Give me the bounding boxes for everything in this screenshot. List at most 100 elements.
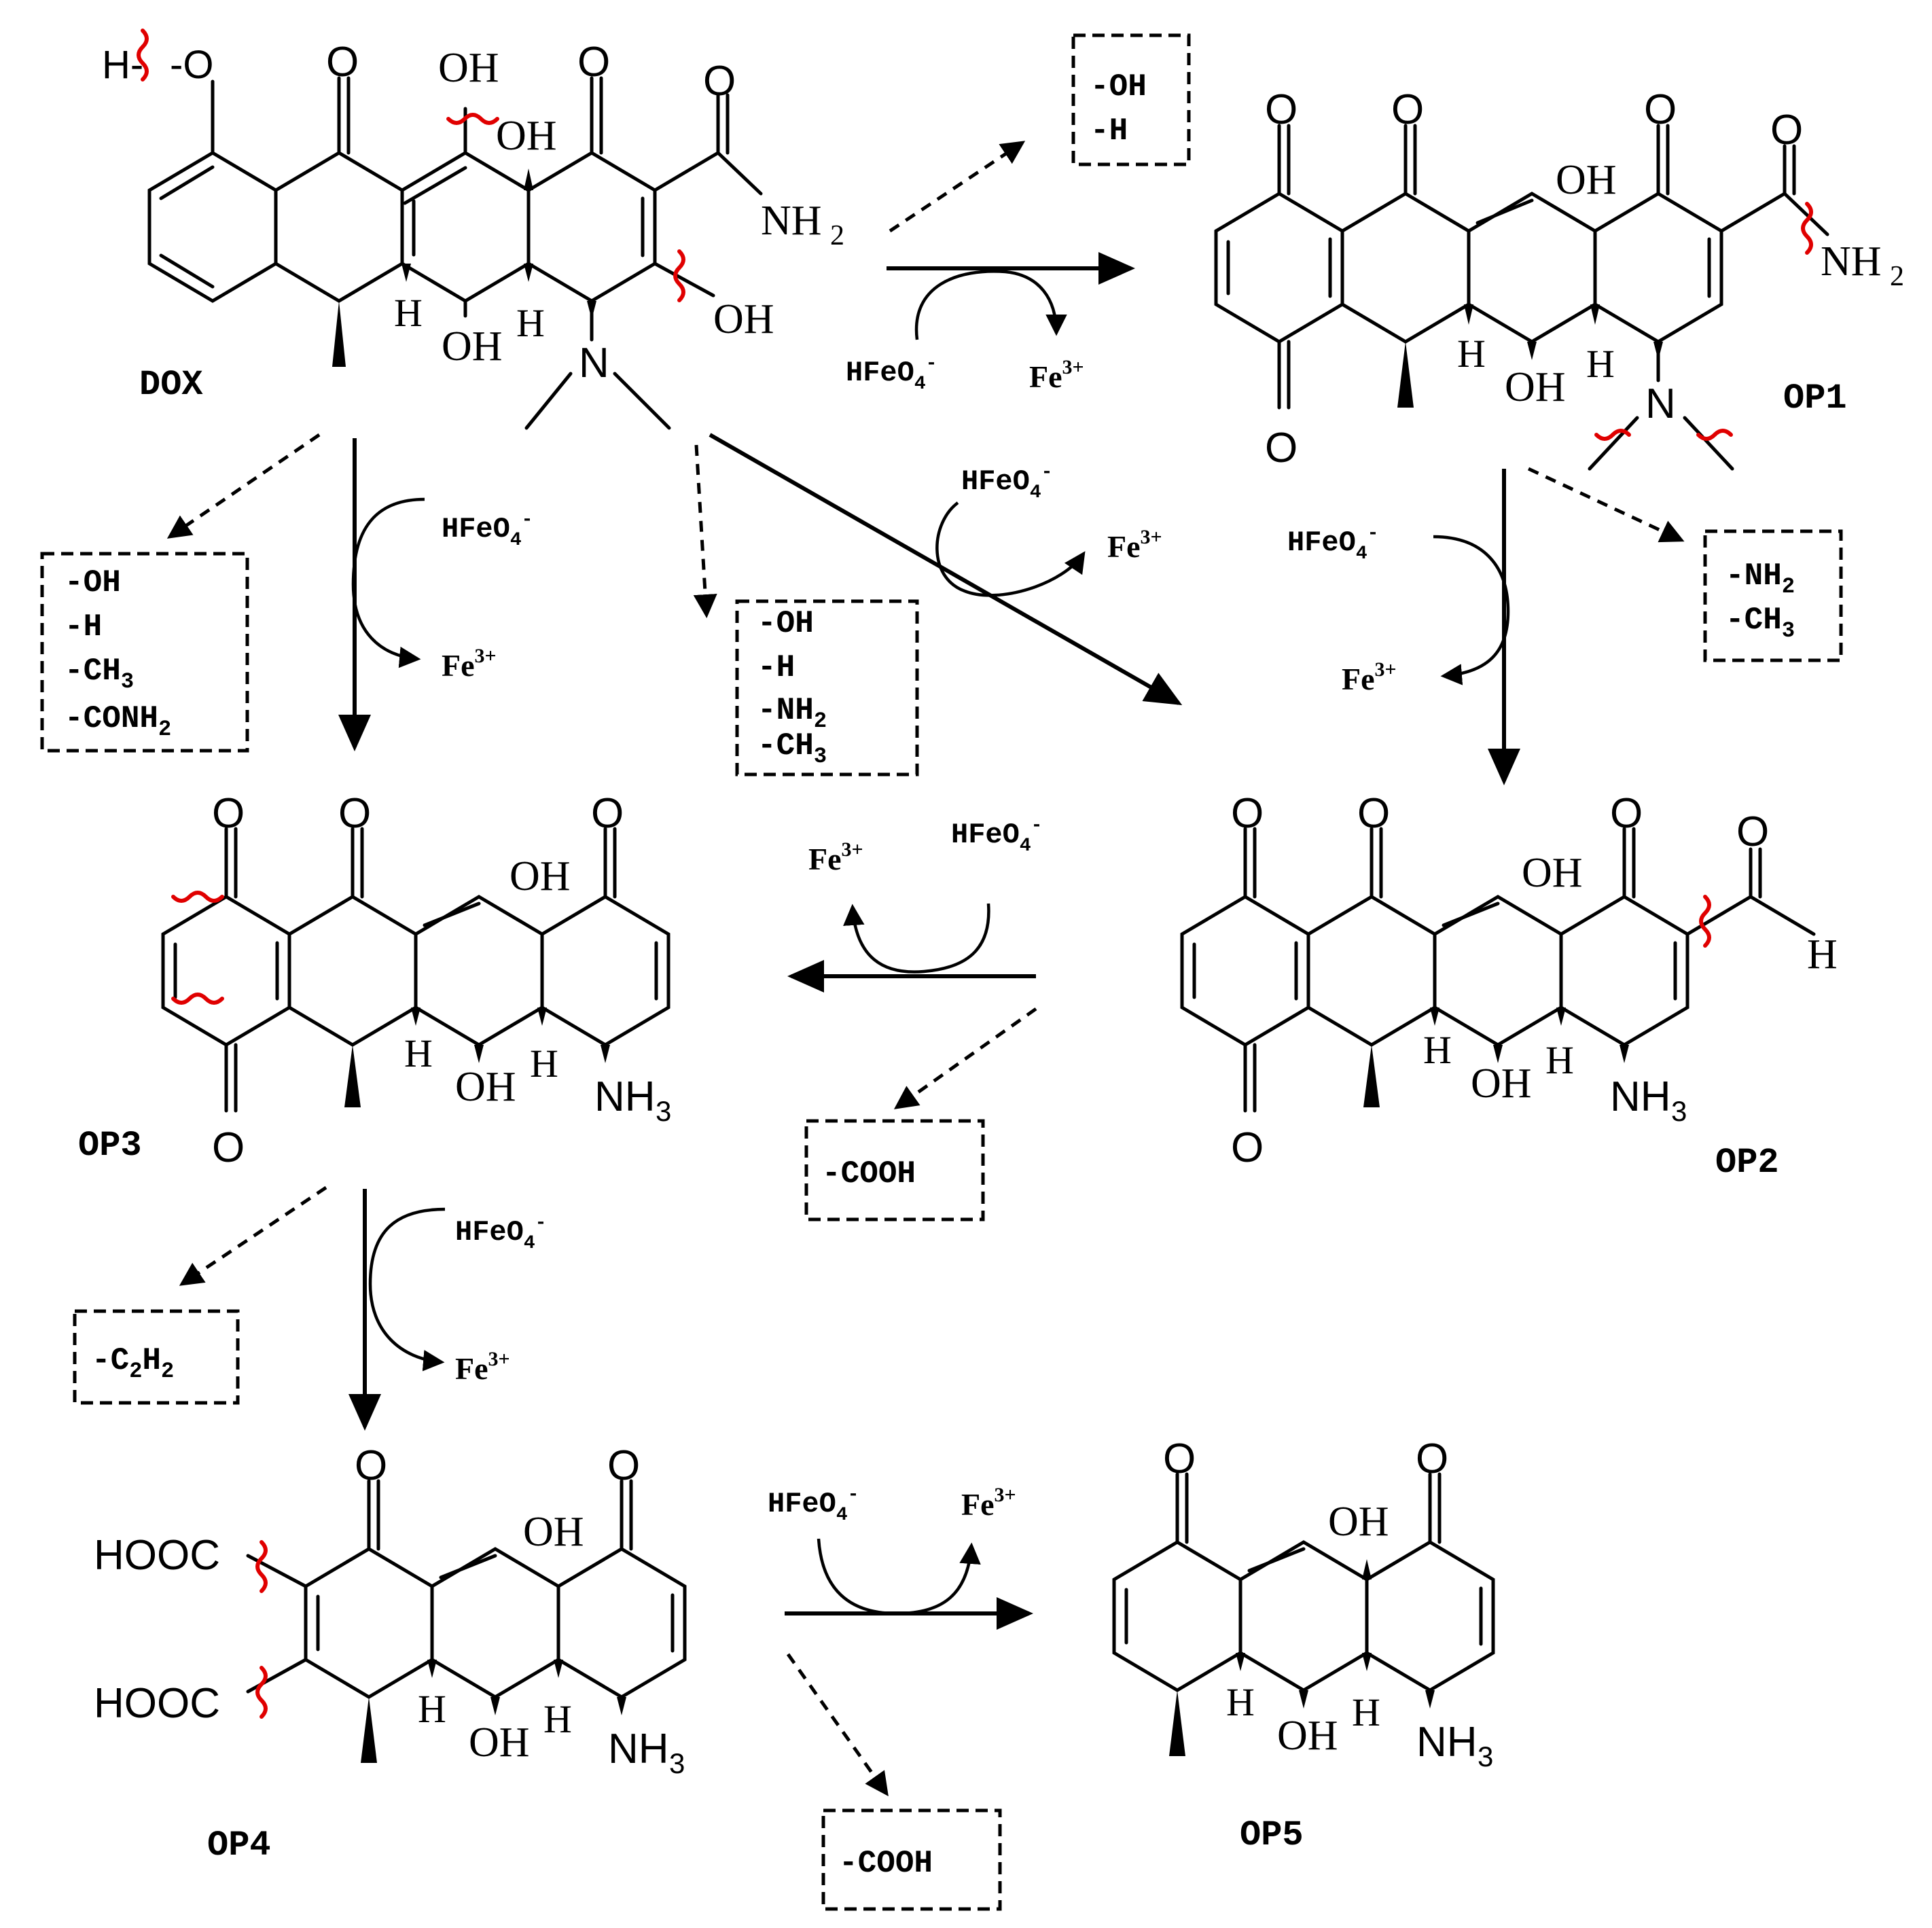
op2-label-o1: O <box>1231 790 1264 837</box>
op2-label-nh-sub: 3 <box>1671 1095 1687 1127</box>
op4-name: OP4 <box>207 1825 271 1865</box>
lost-group: -OH <box>65 565 121 601</box>
op4-label-o1: O <box>355 1442 387 1489</box>
fe3-label: Fe3+ <box>961 1484 1016 1522</box>
reaction-dox-to-op2: HFeO4- Fe3+ <box>693 433 1183 705</box>
lost-group: -H <box>1090 113 1128 149</box>
lost-group: -CH3 <box>757 728 827 769</box>
oxidant-label: HFeO4- <box>846 353 937 395</box>
op3-label-o2: O <box>338 790 371 837</box>
dox-label-h2: H <box>516 301 545 345</box>
lost-groups-box-dox-to-op2: -OH -H -NH2 -CH3 <box>735 599 919 776</box>
op5-label-nh: NH <box>1416 1719 1478 1766</box>
op5-label-nh-sub: 3 <box>1478 1740 1493 1772</box>
reaction-op4-to-op5: HFeO4- Fe3+ <box>768 1484 1033 1797</box>
dox-label-o3: O <box>703 58 736 105</box>
op2-label-h1: H <box>1423 1028 1452 1072</box>
dox-label-oh4: OH <box>442 323 503 370</box>
op2-label-o5: O <box>1231 1124 1264 1171</box>
op2-label-o4: O <box>1736 808 1769 855</box>
op5-name: OP5 <box>1240 1815 1304 1855</box>
oxidant-label: HFeO4- <box>442 510 533 551</box>
op2-label-oh: OH <box>1522 850 1583 896</box>
op4-label-nh: NH <box>608 1726 669 1772</box>
op5-label-o2: O <box>1416 1435 1448 1482</box>
lost-group: -COOH <box>822 1156 916 1192</box>
lost-group: -H <box>65 609 102 645</box>
op2-label-nh: NH <box>1610 1073 1671 1120</box>
op5-label-o1: O <box>1163 1435 1196 1482</box>
lost-group: -CH3 <box>1725 603 1795 643</box>
op3-label-oh: OH <box>509 853 571 899</box>
lost-groups-box-op1-to-op2: -NH2 -CH3 <box>1703 529 1843 662</box>
lost-group: -CH3 <box>65 654 134 694</box>
oxidant-label: HFeO4- <box>961 462 1052 503</box>
op1-label-oh2: OH <box>1505 364 1566 410</box>
op4-label-h2: H <box>543 1697 572 1741</box>
lost-group: -C2H2 <box>92 1343 174 1384</box>
op4-label-h1: H <box>418 1687 446 1731</box>
compound-dox: H- -O O OH OH O O NH 2 OH H OH H N DOX <box>102 29 844 430</box>
op1-label-o3: O <box>1644 86 1677 133</box>
op1-label-o2: O <box>1391 86 1424 133</box>
lost-groups-box-dox-to-op3: -OH -H -CH3 -CONH2 <box>40 552 249 753</box>
lost-group: -CONH2 <box>65 701 171 742</box>
lost-groups-box-op3-to-op4: -C2H2 <box>73 1309 240 1405</box>
dox-name: DOX <box>139 365 203 405</box>
op2-label-oh2: OH <box>1471 1060 1532 1107</box>
op1-label-nh: NH <box>1821 238 1882 285</box>
oxidant-label: HFeO4- <box>455 1213 546 1254</box>
op3-name: OP3 <box>78 1126 142 1166</box>
fe3-label: Fe3+ <box>1107 526 1162 564</box>
compound-op1: O O O OH O NH 2 H OH H N O OP1 <box>1214 86 1904 471</box>
fe3-label: Fe3+ <box>1342 658 1397 696</box>
op3-label-nh-sub: 3 <box>656 1095 671 1127</box>
reaction-op2-to-op3: HFeO4- Fe3+ <box>787 815 1042 1109</box>
dox-label-o-phenol: -O <box>170 43 213 87</box>
oxidant-label: HFeO4- <box>951 815 1042 857</box>
oxidant-label: HFeO4- <box>768 1484 859 1526</box>
op1-label-h1: H <box>1457 332 1486 376</box>
dox-label-h: H- <box>102 43 143 87</box>
compound-op2: O O O OH O H H OH H NH 3 O OP2 <box>1180 790 1838 1183</box>
op2-label-o3: O <box>1610 790 1643 837</box>
op2-name: OP2 <box>1715 1143 1779 1183</box>
op2-label-o2: O <box>1357 790 1390 837</box>
lost-group: -OH <box>757 606 814 641</box>
op1-label-oh: OH <box>1556 157 1617 203</box>
dox-label-oh3: OH <box>713 296 774 342</box>
op5-label-h1: H <box>1226 1680 1255 1724</box>
dox-label-n: N <box>579 340 609 387</box>
op1-label-o1: O <box>1265 86 1298 133</box>
op4-label-o2: O <box>607 1442 640 1489</box>
op3-label-o3: O <box>591 790 624 837</box>
lost-group: -COOH <box>839 1846 933 1881</box>
op1-label-o4: O <box>1770 107 1803 154</box>
op4-label-nh-sub: 3 <box>669 1747 685 1779</box>
dox-label-o1: O <box>326 39 359 86</box>
op4-label-oh2: OH <box>469 1719 530 1766</box>
op3-label-oh2: OH <box>455 1064 516 1110</box>
lost-group: -H <box>757 650 795 685</box>
op2-label-h2: H <box>1545 1038 1574 1082</box>
lost-groups-box-op4-to-op5: -COOH <box>821 1808 1002 1911</box>
op1-label-n: N <box>1645 380 1676 427</box>
fe3-label: Fe3+ <box>455 1348 510 1386</box>
op1-label-nh-sub: 2 <box>1890 261 1904 292</box>
op4-label-hooc2: HOOC <box>94 1680 220 1727</box>
op1-name: OP1 <box>1783 378 1847 418</box>
dox-label-nh-sub: 2 <box>830 220 844 251</box>
op4-label-hooc1: HOOC <box>94 1532 220 1579</box>
lost-group: -NH2 <box>1725 558 1795 599</box>
dox-label-nh: NH <box>761 198 822 244</box>
op5-label-h2: H <box>1352 1690 1380 1734</box>
compound-op5: O O OH H OH H NH 3 OP5 <box>1112 1435 1495 1855</box>
fe3-label: Fe3+ <box>808 838 863 876</box>
op3-label-h2: H <box>530 1041 558 1086</box>
compound-op4: O OH O HOOC HOOC H OH H NH 3 OP4 <box>94 1442 687 1865</box>
oxidant-label: HFeO4- <box>1287 523 1378 565</box>
op1-label-o5: O <box>1265 425 1298 471</box>
op5-label-oh: OH <box>1328 1499 1389 1545</box>
fe3-label: Fe3+ <box>442 645 497 683</box>
